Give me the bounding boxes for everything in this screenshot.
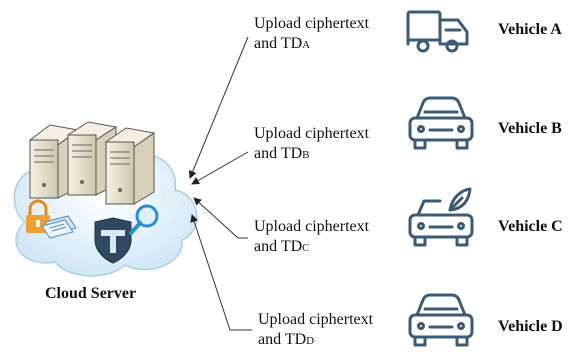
vehicle-b-label: Vehicle B xyxy=(498,120,562,137)
upload-label-b: Upload ciphertext and TDB xyxy=(254,124,369,165)
magnifier-icon xyxy=(129,204,159,235)
upload-label-line1: Upload ciphertext xyxy=(254,218,370,235)
upload-label-line2: and TDA xyxy=(254,34,369,55)
vehicle-a-label: Vehicle A xyxy=(498,21,562,38)
cloud-server-label: Cloud Server xyxy=(45,285,137,302)
upload-label-a: Upload ciphertext and TDA xyxy=(254,14,369,55)
upload-label-line1: Upload ciphertext xyxy=(258,311,374,328)
upload-arrow-a xyxy=(188,36,249,179)
upload-label-line2: and TDB xyxy=(254,144,369,165)
upload-arrow-b xyxy=(191,151,249,185)
truck-icon xyxy=(406,10,469,53)
upload-label-subscript: C xyxy=(302,242,310,254)
upload-label-prefix: and TD xyxy=(254,35,303,52)
upload-label-line1: Upload ciphertext xyxy=(254,125,370,142)
vehicle-c-label: Vehicle C xyxy=(498,218,563,235)
vehicle-d-label: Vehicle D xyxy=(498,318,563,335)
car-icon xyxy=(408,293,474,347)
upload-label-prefix: and TD xyxy=(254,238,303,255)
upload-label-line2: and TDD xyxy=(258,330,373,351)
upload-label-subscript: B xyxy=(302,149,310,161)
upload-label-line1: Upload ciphertext xyxy=(254,15,370,32)
upload-arrow-c xyxy=(193,197,248,239)
upload-label-line2: and TDC xyxy=(254,237,369,258)
eco-car-icon xyxy=(408,187,474,247)
upload-label-subscript: A xyxy=(302,39,311,51)
upload-label-c: Upload ciphertext and TDC xyxy=(254,217,369,258)
car-icon xyxy=(408,96,474,150)
upload-label-subscript: D xyxy=(306,335,315,347)
upload-arrow-d xyxy=(190,214,252,331)
documents-icon xyxy=(41,215,77,239)
upload-label-prefix: and TD xyxy=(254,145,303,162)
server-rack-icon xyxy=(28,121,156,205)
upload-label-prefix: and TD xyxy=(258,331,307,348)
upload-label-d: Upload ciphertext and TDD xyxy=(258,310,373,351)
shield-icon xyxy=(94,217,132,264)
